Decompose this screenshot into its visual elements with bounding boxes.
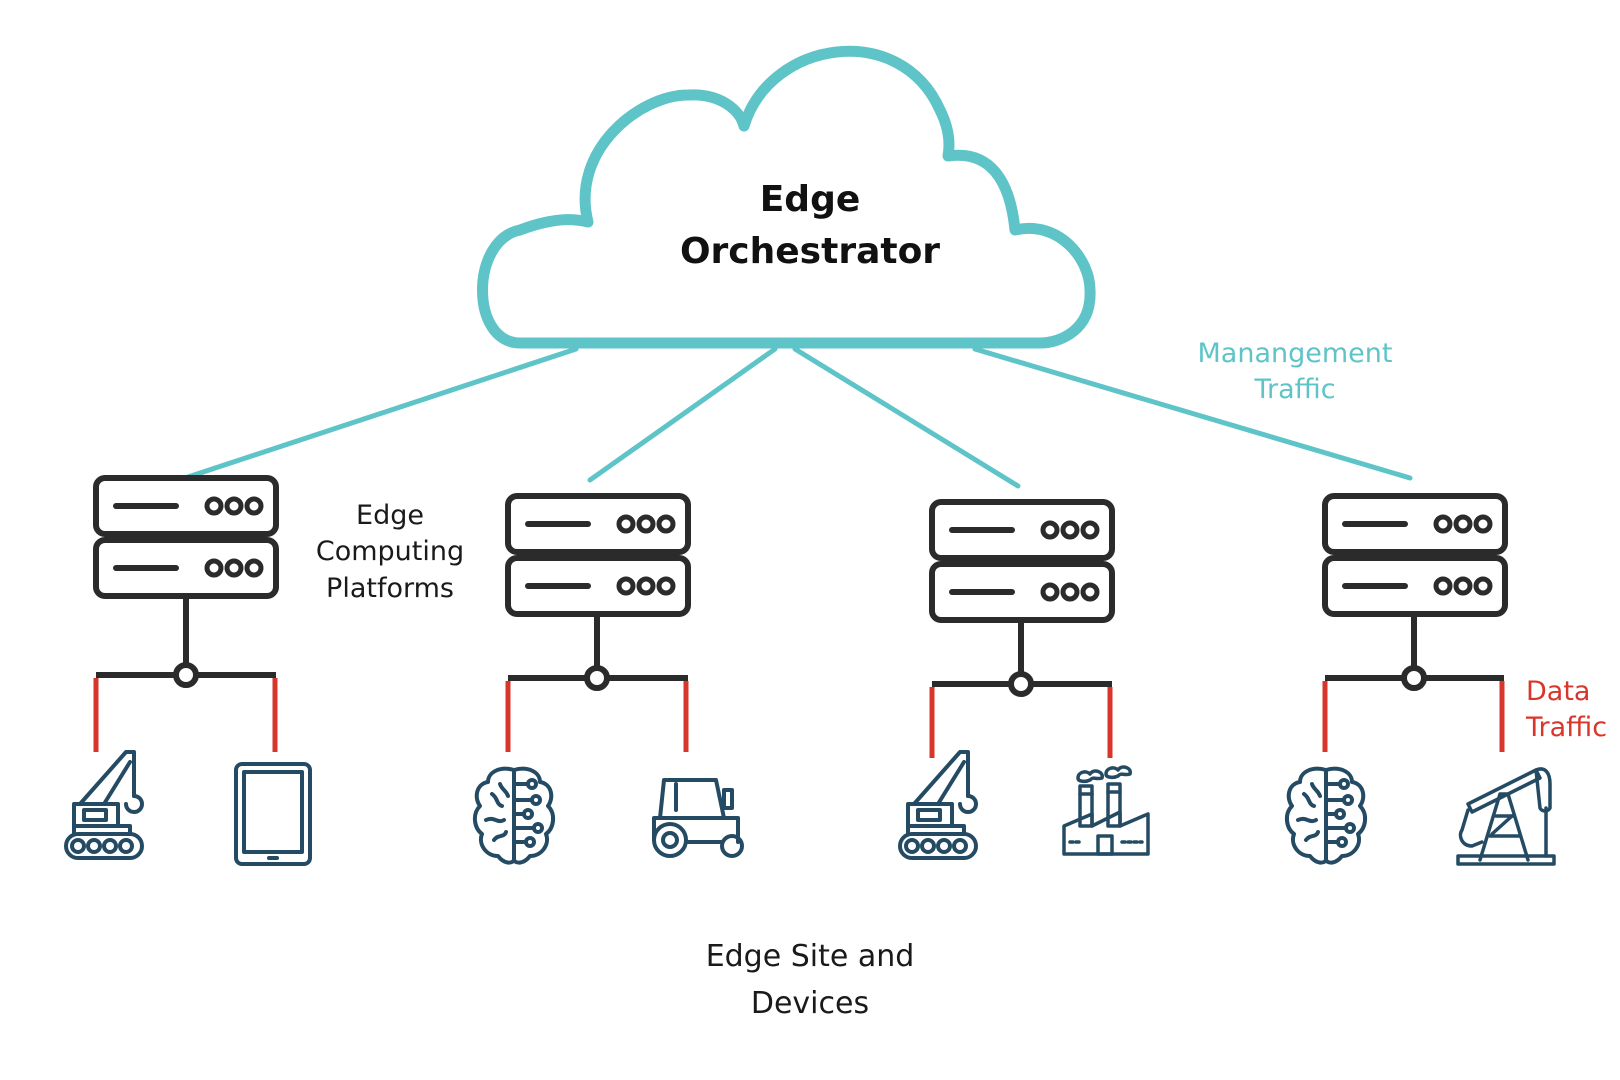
- server-icon: [508, 558, 688, 614]
- site-2: [472, 496, 744, 865]
- server-icon: [1325, 558, 1505, 614]
- network-node-icon: [1401, 665, 1427, 691]
- crane-icon: [898, 750, 978, 860]
- mgmt-line-2: [587, 346, 778, 483]
- cloud-shape: [477, 45, 1096, 349]
- server-icon: [96, 478, 276, 534]
- edge-computing-platforms-label: Edge Computing Platforms: [290, 498, 490, 607]
- brain-icon: [472, 766, 556, 865]
- management-traffic-line2: Traffic: [1254, 374, 1336, 406]
- platforms-line2: Computing: [315, 536, 465, 568]
- server-icon: [508, 496, 688, 552]
- server-icon: [1325, 496, 1505, 552]
- site-4: [1284, 496, 1556, 866]
- edge-site-devices-label: Edge Site and Devices: [660, 934, 960, 1027]
- server-icon: [96, 540, 276, 596]
- oil-pump-icon: [1456, 767, 1556, 866]
- tractor-icon: [652, 778, 744, 858]
- site-1: [64, 478, 312, 866]
- network-node-icon: [1008, 671, 1034, 697]
- tablet-icon: [234, 762, 312, 866]
- orchestrator-line2: Orchestrator: [679, 231, 941, 273]
- server-icon: [932, 502, 1112, 558]
- brain-icon: [1284, 766, 1368, 865]
- orchestrator-line1: Edge: [759, 179, 861, 220]
- mgmt-line-1: [182, 346, 579, 481]
- crane-icon: [64, 750, 144, 860]
- site-line2: Devices: [750, 985, 870, 1021]
- network-node-icon: [584, 665, 610, 691]
- management-traffic-label: Manangement Traffic: [1170, 336, 1420, 409]
- management-traffic-line1: Manangement: [1197, 338, 1393, 369]
- platforms-line3: Platforms: [326, 572, 454, 604]
- factory-icon: [1062, 765, 1150, 856]
- data-traffic-line1: Data: [1526, 676, 1591, 707]
- data-traffic-line2: Traffic: [1526, 712, 1608, 744]
- data-traffic-label: Data Traffic: [1526, 674, 1620, 747]
- management-traffic-lines: [182, 346, 1413, 489]
- mgmt-line-4: [972, 346, 1413, 481]
- site-line1: Edge Site and: [705, 939, 915, 974]
- network-node-icon: [173, 662, 199, 688]
- site-3: [898, 502, 1150, 860]
- mgmt-line-3: [792, 346, 1021, 489]
- server-icon: [932, 564, 1112, 620]
- platforms-line1: Edge: [356, 500, 424, 531]
- orchestrator-title: Edge Orchestrator: [640, 174, 980, 278]
